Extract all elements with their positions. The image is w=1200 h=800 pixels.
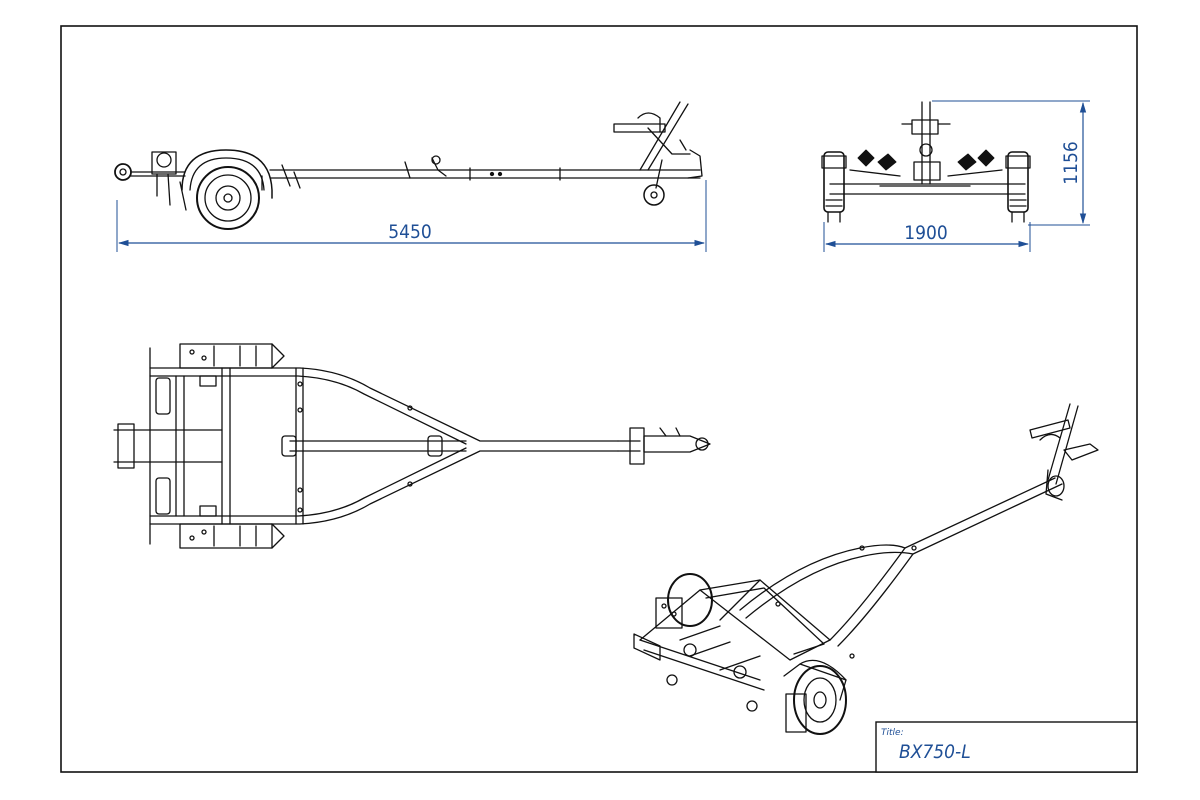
length-dimension: 5450 — [116, 180, 707, 252]
width-value: 1900 — [904, 222, 948, 244]
width-dimension: 1900 — [823, 222, 1031, 252]
rear-view — [821, 101, 1031, 223]
length-value: 5450 — [388, 221, 432, 243]
title-block: Title: BX750-L — [875, 721, 1138, 773]
height-value: 1156 — [1060, 141, 1082, 185]
title-value: BX750-L — [899, 741, 971, 763]
side-view — [114, 101, 703, 230]
title-label: Title: — [881, 728, 904, 738]
isometric-view — [633, 403, 1099, 735]
top-view — [113, 343, 711, 549]
drawing-border — [60, 25, 1138, 773]
height-dimension: 1156 — [932, 100, 1090, 226]
